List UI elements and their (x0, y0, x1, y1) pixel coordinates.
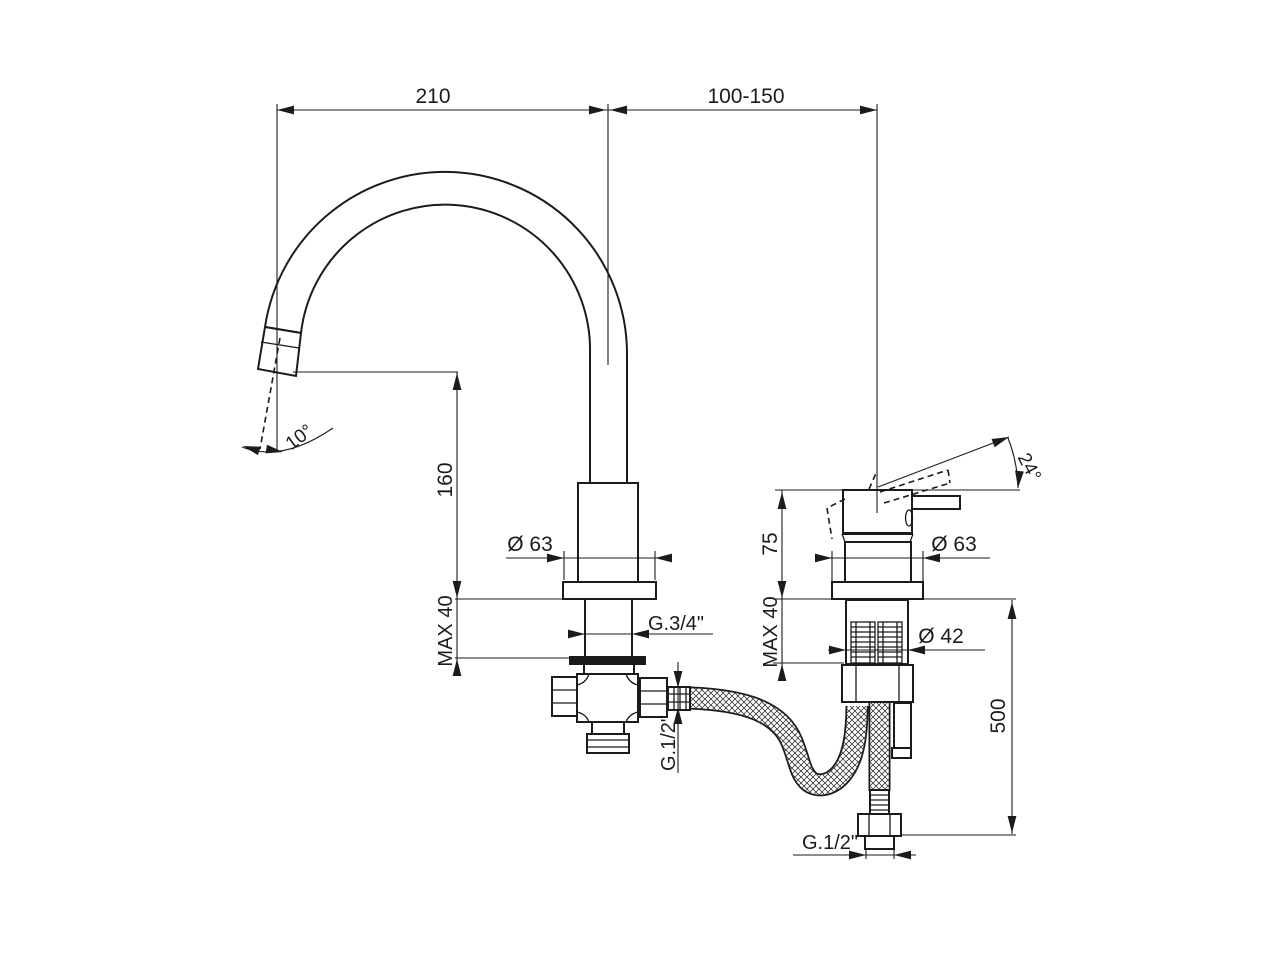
mixer-collar-ring (841, 533, 914, 543)
valve-bottom-neck (591, 721, 625, 735)
flexible-supply-hoses (689, 686, 891, 797)
dim-label-g34: G.3/4" (648, 613, 704, 635)
spout-assembly (256, 170, 657, 659)
dim-label-max40-right: MAX 40 (760, 596, 782, 667)
dim-label-100-150: 100-150 (707, 85, 784, 108)
valve-neck (583, 663, 635, 675)
spout-tube (263, 170, 628, 484)
bottom-thread-tube (864, 835, 895, 850)
handle-raised-position-dashed (868, 469, 951, 504)
dim-label-210: 210 (415, 85, 450, 108)
hose-crimp-bottom (869, 789, 890, 815)
threaded-tail-right (877, 621, 903, 664)
mixer-lever-handle (911, 495, 961, 510)
dim-label-max40-left: MAX 40 (435, 595, 457, 666)
valve-left-hex-nut (551, 676, 578, 717)
spout-body (577, 482, 639, 583)
valve-bottom-hex-nut (586, 733, 630, 754)
mounting-nut (841, 664, 914, 703)
dim-label-75: 75 (759, 532, 782, 555)
mounting-stud (891, 702, 912, 759)
mixer-base-flange (831, 581, 924, 600)
hose-crimp-fitting (667, 686, 691, 711)
dim-label-g12-bottom: G.1/2" (802, 832, 858, 854)
dim-label-500: 500 (987, 698, 1010, 733)
dim-label-dia63-left: Ø 63 (507, 533, 553, 556)
bottom-hex-nut (857, 813, 902, 837)
lock-washer (569, 656, 646, 665)
valve-body (576, 673, 639, 723)
dim-label-g12-left: G.1/2" (658, 715, 680, 771)
spout-aerator (256, 325, 303, 378)
spout-shank (584, 598, 633, 659)
dim-label-dia63-right: Ø 63 (931, 533, 977, 556)
diverter-valve-assembly (551, 656, 691, 754)
mixer-underdeck-assembly (841, 599, 914, 850)
dim-label-160: 160 (434, 462, 457, 497)
handle-lowered-position-dashed (826, 498, 846, 540)
spout-base-flange (562, 581, 657, 600)
threaded-tail-left (850, 621, 876, 664)
lever-pivot (904, 509, 914, 527)
dim-label-dia42: Ø 42 (918, 625, 964, 648)
valve-right-hex-nut (639, 677, 668, 718)
dimension-lines (241, 104, 1024, 860)
mixer-base-cylinder (844, 541, 912, 583)
